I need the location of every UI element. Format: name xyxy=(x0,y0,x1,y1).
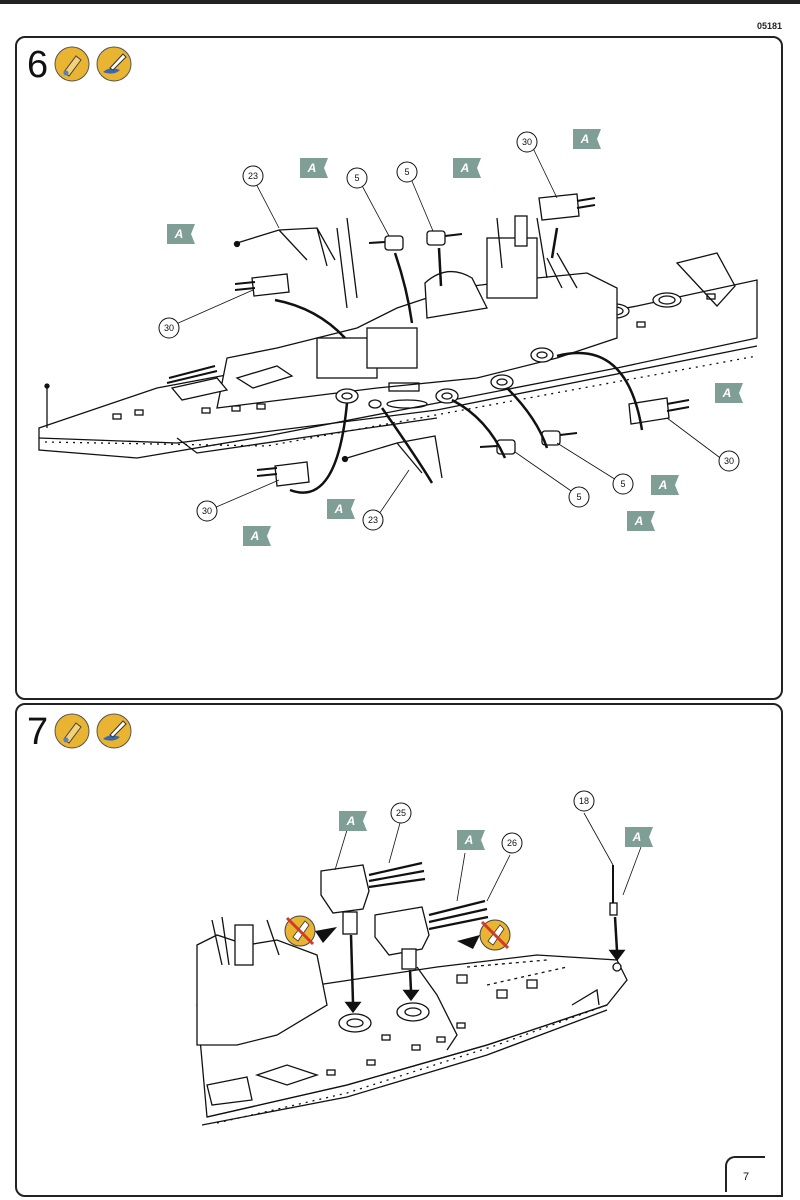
callout-30-top xyxy=(516,131,538,153)
catalog-number: 05181 xyxy=(756,21,782,31)
callout-5-a xyxy=(346,167,368,189)
flag-a: A xyxy=(573,129,601,149)
callout-label: 30 xyxy=(164,323,174,333)
flag-a: A xyxy=(327,499,355,519)
callout-30-left xyxy=(158,317,180,339)
flag-a: A xyxy=(651,475,679,495)
callout-23-bottom xyxy=(362,509,384,531)
step-7-panel: 7 xyxy=(15,703,783,1197)
page-number: 7 xyxy=(725,1156,765,1192)
callout-label: 18 xyxy=(579,796,589,806)
flag-a: A xyxy=(300,158,328,178)
paint-icon xyxy=(96,46,132,82)
svg-text:A: A xyxy=(722,386,732,400)
step-number: 6 xyxy=(27,44,49,86)
svg-text:A: A xyxy=(174,227,184,241)
callout-label: 26 xyxy=(507,838,517,848)
step-7-callouts: 25 26 18 xyxy=(390,790,595,854)
step-7-ship-drawing: 25 26 18 A A A xyxy=(196,790,653,1126)
svg-text:A: A xyxy=(658,478,668,492)
svg-text:A: A xyxy=(580,132,590,146)
step-6-panel: 6 xyxy=(15,36,783,700)
flag-a: A xyxy=(457,830,485,850)
step-number: 7 xyxy=(27,711,49,753)
step-6-callouts: 23 5 5 30 30 30 5 5 23 30 xyxy=(158,131,740,531)
flag-a: A xyxy=(625,827,653,847)
svg-text:A: A xyxy=(632,830,642,844)
no-glue-icon xyxy=(457,919,511,951)
callout-label: 30 xyxy=(522,137,532,147)
glue-icon xyxy=(54,46,90,82)
callout-5-d xyxy=(568,486,590,508)
callout-label: 23 xyxy=(248,171,258,181)
svg-text:A: A xyxy=(464,833,474,847)
flag-a: A xyxy=(167,224,195,244)
flag-a: A xyxy=(715,383,743,403)
flag-a: A xyxy=(627,511,655,531)
flag-a: A xyxy=(339,811,367,831)
step-6-flags: A A A A A A A A A xyxy=(167,129,743,546)
callout-label: 25 xyxy=(396,808,406,818)
svg-text:A: A xyxy=(307,161,317,175)
callout-label: 5 xyxy=(576,492,581,502)
callout-label: 30 xyxy=(202,506,212,516)
callout-30-right xyxy=(718,450,740,472)
callout-label: 23 xyxy=(368,515,378,525)
step-7-flags: A A A xyxy=(339,811,653,850)
svg-text:A: A xyxy=(334,502,344,516)
callout-label: 5 xyxy=(620,479,625,489)
callout-25 xyxy=(390,802,412,824)
flag-a: A xyxy=(453,158,481,178)
svg-text:A: A xyxy=(346,814,356,828)
callout-23-top xyxy=(242,165,264,187)
callout-30-bottom xyxy=(196,500,218,522)
glue-icon xyxy=(54,713,90,749)
callout-18 xyxy=(573,790,595,812)
svg-text:A: A xyxy=(250,529,260,543)
flag-a: A xyxy=(243,526,271,546)
no-glue-icon xyxy=(284,915,337,947)
callout-5-c xyxy=(612,473,634,495)
callout-label: 5 xyxy=(354,173,359,183)
paint-icon xyxy=(96,713,132,749)
callout-label: 5 xyxy=(404,167,409,177)
callout-label: 30 xyxy=(724,456,734,466)
svg-text:A: A xyxy=(634,514,644,528)
step-6-ship-drawing: 23 5 5 30 30 30 5 5 23 30 A A A A A xyxy=(38,129,758,546)
page-top-border xyxy=(0,0,800,4)
callout-5-b xyxy=(396,161,418,183)
svg-text:A: A xyxy=(460,161,470,175)
callout-26 xyxy=(501,832,523,854)
